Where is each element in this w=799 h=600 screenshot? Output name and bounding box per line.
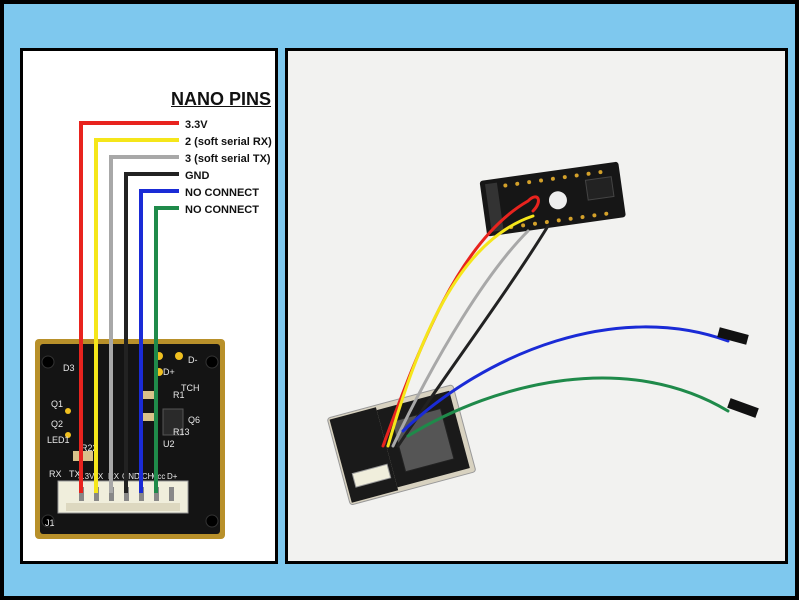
dupont-connector-green	[727, 398, 759, 418]
label-u2: U2	[163, 439, 175, 449]
pin-label-3v3: 3.3V	[185, 119, 208, 131]
photo-wire-yellow	[386, 214, 535, 448]
label-tch: TCH	[181, 383, 200, 393]
wiring-svg: D3 D- D+ TCH R1 Q6 R13 U2 J1 RX TX R22 Q…	[35, 121, 225, 539]
label-r22: R22	[81, 443, 98, 453]
pin-label-board-tch: TCH	[137, 472, 154, 481]
pin-label-board-rx: RX	[108, 472, 120, 481]
pin-label-board-gnd: GND	[122, 472, 140, 481]
pin-label-board-3v3: 3.3V	[78, 472, 95, 481]
diagram-title: NANO PINS	[171, 89, 272, 109]
wiring-diagram-panel: NANO PINS 3.3V 2 (soft serial RX) 3 (sof…	[20, 48, 278, 564]
wire-red	[79, 121, 179, 493]
pin-label-d2: 2 (soft serial RX)	[185, 136, 272, 148]
pin-label-gnd: GND	[185, 170, 210, 182]
fingerprint-sensor-module	[327, 384, 476, 505]
pin-label-board-tx: TX	[93, 472, 104, 481]
photo-wire-blue	[401, 325, 730, 433]
label-q1: Q1	[51, 399, 63, 409]
photo-svg	[327, 161, 759, 505]
pin-label-board-dplus: D+	[167, 472, 178, 481]
label-d3: D3	[63, 363, 75, 373]
pin-label-board-vcc: Vcc	[152, 472, 165, 481]
wire-gray	[109, 155, 179, 493]
pin-label-nc-2: NO CONNECT	[185, 204, 259, 216]
label-tx: TX	[69, 469, 81, 479]
label-r1: R1	[173, 390, 185, 400]
pin-label-d3: 3 (soft serial TX)	[185, 153, 271, 165]
photo-panel	[285, 48, 788, 564]
label-dminus: D-	[188, 355, 198, 365]
label-led1: LED1	[47, 435, 70, 445]
arduino-nano-board	[479, 161, 626, 237]
label-q6: Q6	[188, 415, 200, 425]
label-j1: J1	[45, 518, 55, 528]
label-r13: R13	[173, 427, 190, 437]
wire-blue	[139, 189, 179, 493]
wire-yellow	[94, 138, 179, 493]
label-q2: Q2	[51, 419, 63, 429]
pin-label-nc-1: NO CONNECT	[185, 187, 259, 199]
wire-green	[154, 206, 179, 493]
photo-wire-green	[406, 376, 730, 438]
dupont-connector-blue	[717, 327, 749, 345]
wire-black	[124, 172, 179, 493]
photo-wire-gray	[391, 229, 530, 448]
label-dplus: D+	[163, 367, 175, 377]
label-rx: RX	[49, 469, 62, 479]
